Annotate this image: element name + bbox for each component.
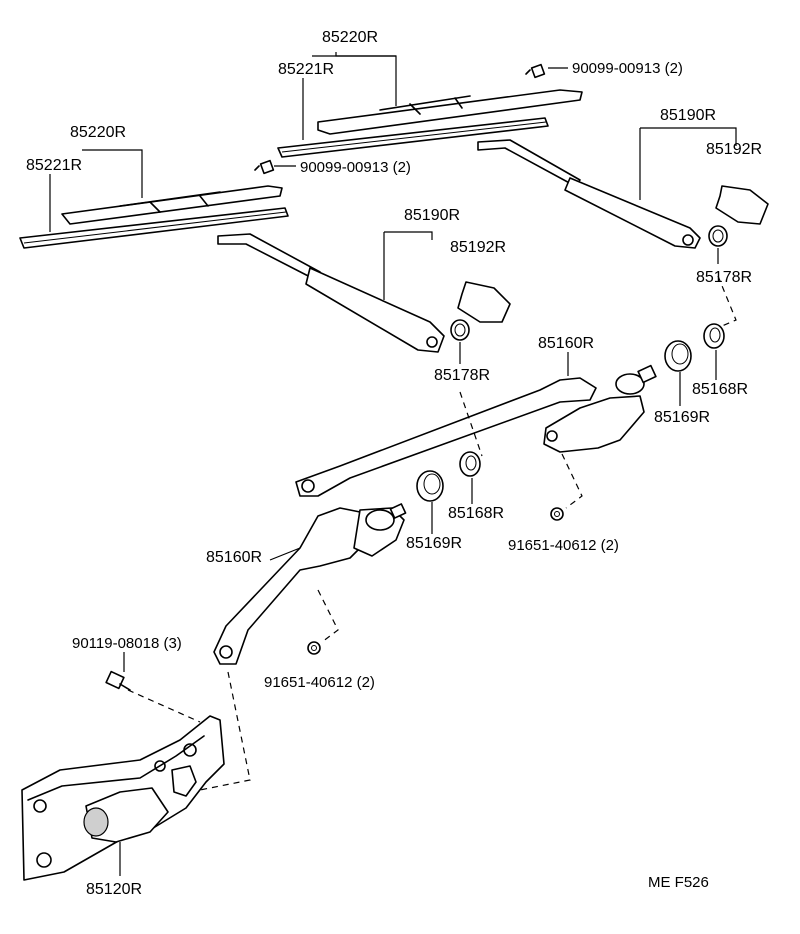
linkage-lower (213, 503, 407, 665)
label-blade-upper-assy: 85220R (322, 29, 379, 46)
label-link-upper: 85160R (538, 335, 595, 352)
label-nut-right: 91651-40612 (2) (508, 537, 619, 554)
linkage-upper (295, 364, 657, 497)
label-bolt-motor: 90119-08018 (3) (72, 635, 182, 652)
pivot-bushing-mid (416, 470, 444, 502)
wiper-arm-right (477, 139, 701, 249)
wiper-blade-upper (277, 89, 583, 158)
bolt-motor-icon (105, 670, 131, 691)
label-motor: 85120R (86, 881, 143, 898)
nut-cover-right (708, 225, 728, 247)
label-nut-cover-left: 85178R (434, 367, 491, 384)
label-bushing-mid: 85168R (448, 505, 505, 522)
label-nut-lower: 91651-40612 (2) (264, 674, 375, 691)
arm-cap-left (457, 281, 511, 323)
label-screw-upper: 90099-00913 (2) (572, 60, 683, 77)
label-pivot-mid: 85169R (406, 535, 463, 552)
bushing-mid (459, 451, 481, 477)
nut-cover-left (450, 319, 470, 341)
label-screw-lower: 90099-00913 (2) (300, 159, 411, 176)
wiper-arm-left (217, 233, 445, 353)
label-blade-lower-rubber: 85221R (26, 157, 83, 174)
label-pivot-right: 85169R (654, 409, 711, 426)
label-blade-upper-rubber: 85221R (278, 61, 335, 78)
wiper-motor (21, 715, 225, 881)
diagram-code: ME F526 (648, 874, 709, 891)
label-arm-left: 85190R (404, 207, 461, 224)
label-blade-lower-assy: 85220R (70, 124, 127, 141)
label-cap-left: 85192R (450, 239, 507, 256)
screw-lower-icon (254, 159, 275, 175)
nut-right-icon (550, 507, 564, 521)
screw-upper-icon (525, 63, 546, 79)
label-cap-right: 85192R (706, 141, 763, 158)
label-bushing-right: 85168R (692, 381, 749, 398)
bushing-right (703, 323, 725, 349)
assembly-lines (127, 275, 737, 791)
leader-lines (49, 52, 737, 876)
wiper-blade-lower (19, 185, 289, 249)
pivot-bushing-right (664, 340, 692, 372)
arm-cap-right (715, 185, 769, 225)
label-link-lower: 85160R (206, 549, 263, 566)
label-nut-cover-right: 85178R (696, 269, 753, 286)
nut-lower-icon (307, 641, 321, 655)
label-arm-right: 85190R (660, 107, 717, 124)
